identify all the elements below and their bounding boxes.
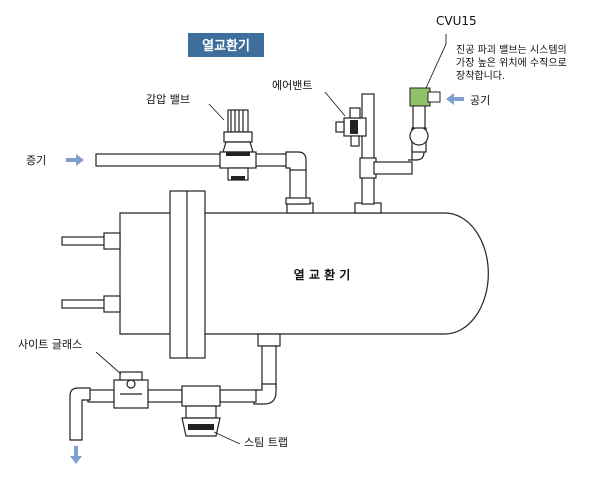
heat-exchanger-vessel: 열 교 환 기 — [61, 190, 489, 359]
label-air: 공기 — [470, 94, 490, 107]
cvu-note-line-1: 진공 파괴 밸브는 시스템의 — [456, 44, 567, 56]
arrow-down-icon — [70, 446, 82, 464]
condensate-line — [69, 345, 277, 441]
cvu-note-line-2: 가장 높은 위치에 수직으로 — [456, 56, 567, 69]
cvu15-vacuum-breaker — [409, 87, 441, 153]
leader-reducing-valve — [208, 103, 225, 121]
vessel-label: 열 교 환 기 — [294, 267, 351, 282]
label-reducing-valve: 감압 밸브 — [146, 93, 190, 106]
label-cvu: CVU15 — [436, 14, 477, 28]
leader-sight-glass — [95, 351, 122, 375]
cvu-note-line-3: 장착합니다. — [456, 70, 505, 82]
sight-glass — [113, 371, 149, 409]
arrow-left-icon — [446, 93, 464, 105]
label-sight-glass: 사이트 글래스 — [18, 338, 82, 351]
steam-trap — [181, 385, 221, 437]
label-air-vent: 에어밴트 — [272, 79, 312, 92]
leader-cvu — [425, 34, 447, 89]
leader-steam-trap — [213, 431, 241, 445]
air-vent-assembly — [335, 93, 425, 205]
reducing-valve — [219, 109, 257, 181]
title-badge-bg — [188, 33, 264, 57]
label-steam-trap: 스팀 트랩 — [244, 436, 288, 449]
title-badge: 열교환기 — [202, 38, 250, 54]
arrow-right-icon — [66, 154, 84, 166]
label-steam: 증기 — [26, 154, 46, 167]
leader-air-vent — [324, 91, 346, 117]
